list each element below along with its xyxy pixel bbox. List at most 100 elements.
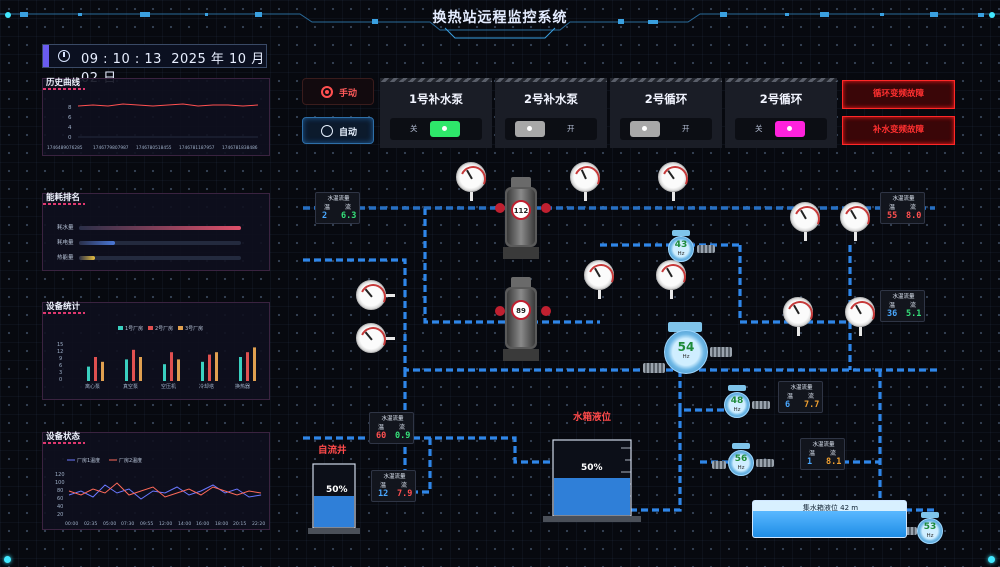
pump-card-4: 2号循环 关 [725, 78, 837, 148]
equipment-bar [253, 347, 256, 381]
x-tick-label: 18:00 [215, 521, 228, 527]
header-frame [0, 12, 1000, 39]
auto-mode-button[interactable]: 自动 [302, 117, 374, 144]
y-tick-label: 60 [57, 496, 63, 502]
equipment-bar [208, 354, 211, 381]
motor-unit: Hz [682, 354, 690, 360]
x-tick-label: 02:35 [84, 521, 97, 527]
flow-meter-4: 水温流量 温 流 6 7.7 [778, 381, 823, 413]
pump-toggle[interactable]: 关 [390, 118, 482, 140]
legend-label: 厂房1温度 [77, 457, 100, 464]
pump-card-2: 2号补水泵 开 [495, 78, 607, 148]
equipment-bar [163, 364, 166, 381]
x-tick-label: 09:55 [140, 521, 153, 527]
toggle-knob [430, 121, 460, 137]
toggle-knob [775, 121, 805, 137]
y-tick-label: 20 [57, 512, 63, 518]
meter-temp-value: 60 [376, 431, 387, 441]
meter-flow-value: 7.9 [397, 489, 413, 499]
corner-indicator [4, 556, 11, 563]
energy-bar-fill [79, 256, 96, 260]
meter-flow-value: 6.3 [341, 211, 357, 221]
title-underline [43, 442, 85, 444]
y-tick-label: 15 [57, 342, 63, 348]
equipment-bar [170, 352, 173, 381]
x-tick-label: 换热器 [235, 383, 250, 390]
water-tank-label: 水箱液位 [573, 412, 612, 423]
y-tick-label: 12 [57, 349, 63, 355]
well-level-percent: 50% [326, 485, 348, 495]
equipment-bar [87, 366, 90, 381]
variable-frequency-motor-3: 48 Hz [724, 392, 750, 418]
meter-flow-value: 8.1 [826, 457, 842, 467]
pump-toggle[interactable]: 开 [505, 118, 597, 140]
y-tick-label: 4 [68, 125, 72, 131]
meter-temp-header: 温 [787, 393, 794, 400]
equipment-bar [246, 352, 249, 381]
meter-title: 水温流量 [892, 196, 915, 202]
meter-flow-header: 流 [399, 424, 406, 431]
x-tick-label: 1746780518455 [136, 145, 172, 151]
motor-cap [921, 512, 939, 518]
meter-flow-value: 5.1 [906, 309, 922, 319]
pump-toggle[interactable]: 开 [620, 118, 712, 140]
panel-title: 历史曲线 [46, 78, 81, 88]
x-tick-label: 16:00 [196, 521, 209, 527]
pump-toggle[interactable]: 关 [735, 118, 827, 140]
toggle-on-label: 开 [682, 124, 690, 133]
x-tick-label: 冷却塔 [199, 383, 214, 390]
y-tick-label: 6 [68, 115, 72, 121]
motor-cap [668, 322, 702, 332]
main-circulation-pump: 54 Hz [664, 330, 708, 374]
motor-coupler [712, 461, 726, 469]
meter-temp-value: 55 [887, 211, 898, 221]
history-line [77, 103, 259, 107]
motor-frequency: 53 [923, 522, 937, 532]
x-tick-label: 1746779807987 [93, 145, 129, 151]
pressure-gauge [456, 162, 486, 201]
meter-flow-header: 流 [910, 302, 917, 309]
equipment-bar [139, 357, 142, 381]
well-level-fill [314, 496, 354, 527]
meter-temp-value: 12 [378, 489, 389, 499]
flow-meter-2: 水温流量 温 流 55 8.0 [880, 192, 925, 224]
toggle-knob [515, 121, 545, 137]
pressure-gauge [658, 162, 688, 201]
boiler-reading: 89 [516, 307, 526, 315]
equipment-bar [215, 352, 218, 381]
circulation-inverter-fault[interactable]: 循环变频故障 [842, 80, 955, 109]
x-tick-label: 14:00 [178, 521, 191, 527]
pump-name: 1号补水泵 [408, 92, 463, 106]
meter-title: 水温流量 [790, 385, 813, 391]
x-tick-label: 1746781838486 [222, 145, 258, 151]
energy-item-label: 热能量 [57, 255, 74, 261]
meter-title: 水温流量 [812, 442, 835, 448]
x-tick-label: 22:20 [252, 521, 265, 527]
meter-temp-header: 温 [380, 482, 387, 489]
motor-coupler [903, 527, 917, 535]
manual-mode-button[interactable]: 手动 [302, 78, 374, 105]
y-tick-label: 8 [68, 105, 72, 111]
equipment-status-panel: 设备状态 厂房1温度 厂房2温度 120 100 80 60 40 20 00:… [42, 432, 270, 530]
y-tick-label: 6 [59, 363, 62, 369]
meter-title: 水温流量 [383, 474, 406, 480]
meter-temp-header: 温 [324, 204, 331, 211]
well-tank [308, 463, 360, 534]
meter-temp-header: 温 [378, 424, 385, 431]
meter-title: 水温流量 [381, 416, 404, 422]
motor-unit: Hz [733, 407, 741, 413]
legend-label: 1号厂房 [125, 325, 143, 332]
motor-coupler [643, 363, 665, 373]
makeup-inverter-fault[interactable]: 补水变频故障 [842, 116, 955, 145]
meter-temp-header: 温 [889, 204, 896, 211]
legend-label: 厂房2温度 [119, 457, 142, 464]
pressure-gauge [356, 323, 395, 353]
meter-temp-value: 1 [807, 457, 813, 467]
equipment-bar [101, 361, 104, 381]
energy-bar-fill [79, 241, 115, 245]
more-icon [321, 125, 333, 137]
x-tick-label: 1746489076285 [47, 145, 83, 151]
equipment-stats-panel: 设备统计 1号厂房 2号厂房 3号厂房 15 12 9 6 3 0 离心泵 真空… [42, 302, 270, 400]
meter-temp-value: 6 [785, 400, 791, 410]
panel-title: 能耗排名 [46, 193, 81, 203]
